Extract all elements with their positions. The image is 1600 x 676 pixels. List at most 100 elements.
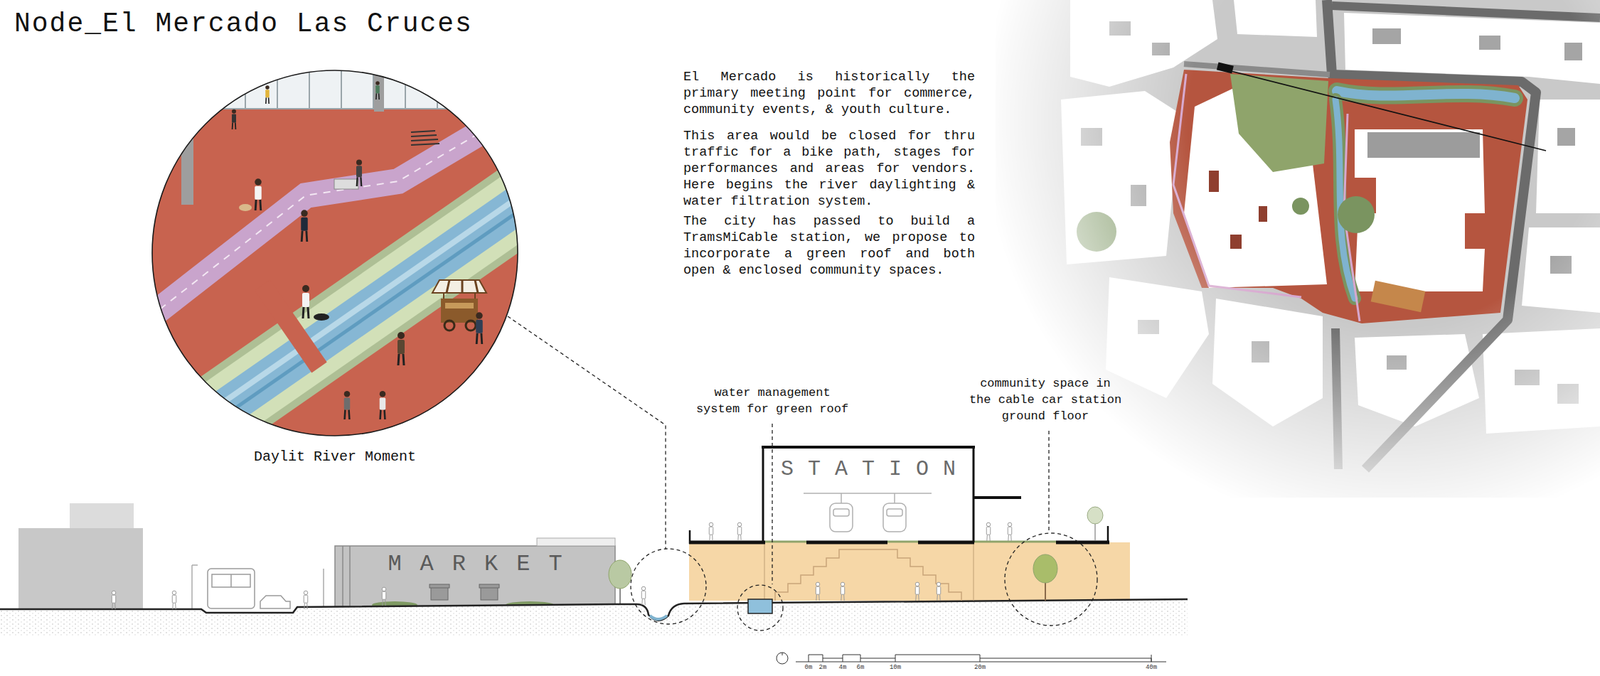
station-frame bbox=[973, 496, 1022, 500]
market-detail bbox=[349, 546, 351, 608]
street-lamp bbox=[191, 565, 193, 610]
person-leg bbox=[843, 594, 845, 601]
board-title: Node_El Mercado Las Cruces bbox=[14, 8, 473, 40]
person-figure bbox=[172, 590, 177, 610]
scale-bar bbox=[776, 652, 1167, 665]
gondola bbox=[803, 492, 932, 495]
person-figure bbox=[111, 590, 116, 610]
station-building: STATION bbox=[763, 447, 974, 543]
roof-tree bbox=[1087, 507, 1103, 541]
market-canopy bbox=[536, 538, 616, 547]
window-mullion bbox=[149, 108, 523, 110]
window-mullion bbox=[308, 67, 311, 109]
building-shadow bbox=[1230, 234, 1242, 249]
building-shadow bbox=[1137, 320, 1160, 335]
leader-line bbox=[771, 423, 773, 585]
leader-line bbox=[507, 316, 1049, 585]
daylit-river bbox=[106, 174, 562, 491]
city-block bbox=[1105, 277, 1209, 399]
description-text: This area would be closed for thru traff… bbox=[683, 128, 975, 210]
station-ground-floor bbox=[689, 542, 1130, 601]
person-figure bbox=[737, 522, 742, 542]
gondola bbox=[833, 509, 850, 517]
courtyard-tree bbox=[1033, 554, 1058, 584]
bench bbox=[334, 179, 359, 190]
building-name: MARKET bbox=[334, 551, 616, 578]
detail-caption: Daylit River Moment bbox=[151, 448, 519, 466]
detail-illustration bbox=[106, 67, 562, 498]
person-leg bbox=[1010, 534, 1012, 542]
person-head bbox=[1007, 522, 1012, 527]
city-block bbox=[1212, 298, 1323, 427]
vendor-cart bbox=[465, 320, 476, 331]
cable-station-marker bbox=[1216, 61, 1234, 74]
person-leg bbox=[936, 594, 938, 601]
drain-grate bbox=[411, 139, 439, 141]
person-leg bbox=[234, 122, 237, 130]
station-building bbox=[1354, 129, 1485, 292]
gondola bbox=[803, 493, 932, 532]
street-tree bbox=[608, 560, 632, 605]
person-leg bbox=[254, 199, 258, 211]
vendor-cart bbox=[475, 280, 478, 293]
scale-bar bbox=[808, 654, 823, 663]
river-water bbox=[649, 615, 668, 620]
dog bbox=[238, 204, 252, 212]
person-leg bbox=[378, 93, 380, 100]
person-leg bbox=[379, 409, 382, 420]
street-lamp bbox=[322, 568, 325, 608]
person-leg bbox=[265, 97, 267, 104]
person-head bbox=[708, 522, 714, 527]
building-shadow bbox=[1557, 128, 1576, 146]
building-shadow bbox=[1109, 21, 1131, 36]
detail-circle: Daylit River Moment bbox=[151, 69, 519, 437]
person-body bbox=[708, 526, 714, 535]
neighbor-building bbox=[69, 503, 134, 529]
green-roof bbox=[1230, 73, 1329, 173]
ground-line bbox=[0, 599, 1188, 621]
person-figure bbox=[303, 590, 308, 610]
scale-bar bbox=[776, 652, 788, 665]
person-figure bbox=[936, 582, 941, 601]
person-leg bbox=[475, 333, 479, 345]
person-figure bbox=[397, 332, 405, 366]
person-head bbox=[254, 178, 262, 186]
bus bbox=[207, 568, 255, 609]
building-shadow bbox=[1386, 355, 1407, 370]
market-stall bbox=[479, 584, 500, 589]
water-tank bbox=[748, 599, 773, 614]
person-leg bbox=[711, 534, 714, 542]
description-text: The city has passed to build a TramsMiCa… bbox=[683, 213, 975, 279]
person-figure bbox=[356, 159, 362, 187]
bus bbox=[211, 574, 251, 588]
person-leg bbox=[818, 594, 820, 601]
building-shadow bbox=[1080, 128, 1103, 146]
window-mullion bbox=[340, 67, 343, 109]
river-channel bbox=[1335, 91, 1515, 299]
person-head bbox=[231, 109, 237, 114]
vendor-cart bbox=[474, 292, 476, 299]
person-head bbox=[840, 582, 845, 587]
roof-slab bbox=[689, 541, 766, 545]
market-building: MARKET bbox=[334, 546, 616, 608]
bus bbox=[230, 574, 232, 588]
callout-note: water management system for green roof bbox=[694, 384, 851, 418]
green-roof-strip bbox=[765, 541, 1056, 544]
person-leg bbox=[915, 594, 917, 601]
tree bbox=[1076, 211, 1117, 252]
person-leg bbox=[111, 603, 114, 610]
circle-outline bbox=[151, 69, 519, 437]
person-head bbox=[302, 285, 310, 293]
vendor-cart bbox=[461, 280, 464, 293]
tree bbox=[1076, 196, 1375, 252]
person-leg bbox=[1007, 534, 1010, 542]
person-leg bbox=[986, 534, 988, 542]
river-channel bbox=[1336, 91, 1515, 99]
floor-structure bbox=[764, 542, 766, 601]
daylit-river bbox=[106, 181, 562, 498]
person-body bbox=[379, 397, 387, 410]
building-shadow bbox=[1367, 132, 1480, 158]
vendor-cart bbox=[443, 292, 445, 299]
person-body bbox=[111, 595, 116, 604]
person-leg bbox=[359, 177, 362, 187]
